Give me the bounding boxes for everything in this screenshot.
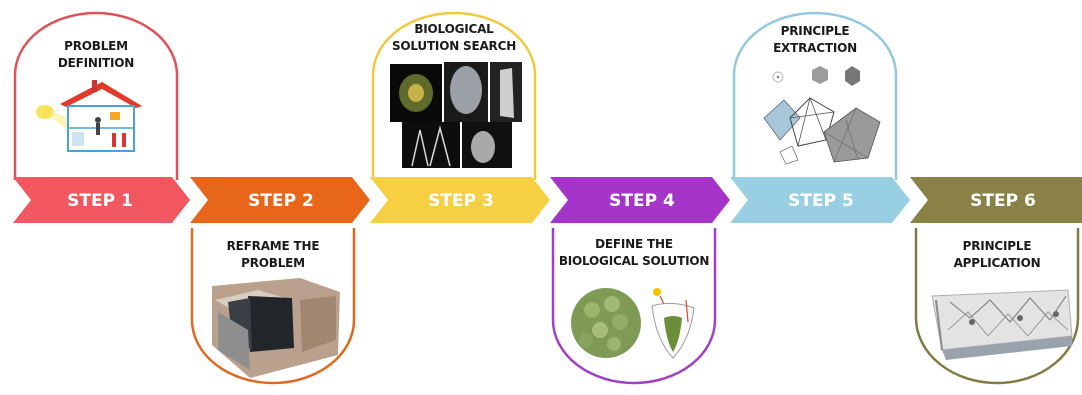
step-6-card: PRINCIPLE APPLICATION <box>914 228 1080 385</box>
step-2-title-line1: REFRAME THE <box>227 239 320 253</box>
step-3-arrow <box>370 177 550 223</box>
step-3-title-line1: BIOLOGICAL <box>414 22 494 36</box>
step-3-title-line2: SOLUTION SEARCH <box>392 39 516 53</box>
step-5-card: PRINCIPLE EXTRACTION <box>732 11 898 180</box>
house-illustration <box>36 80 142 152</box>
step-6-arrow <box>910 177 1082 223</box>
step-4-label: STEP 4 <box>609 191 675 211</box>
step-6-title-line1: PRINCIPLE <box>963 239 1032 253</box>
step-2-card: REFRAME THE PROBLEM <box>190 228 356 385</box>
step-1-arrow <box>13 177 190 223</box>
step-3-card: BIOLOGICAL SOLUTION SEARCH <box>371 11 537 180</box>
step-5-label: STEP 5 <box>788 191 854 211</box>
step-1-label: STEP 1 <box>67 191 133 211</box>
leaf-cross-section-diagram <box>651 288 695 359</box>
biology-collage <box>390 62 522 168</box>
step-4-arrow <box>550 177 730 223</box>
geometry-sketch <box>763 66 881 165</box>
step-6-label: STEP 6 <box>970 191 1036 211</box>
step-6-title-line2: APPLICATION <box>954 256 1041 270</box>
facade-rendering <box>931 289 1073 360</box>
step-arrows: STEP 1 STEP 2 STEP 3 STEP 4 STEP 5 STEP … <box>13 177 1082 223</box>
step-3-label: STEP 3 <box>428 191 494 211</box>
step-2-card-outline <box>190 228 356 385</box>
step-1-card-outline <box>13 11 179 180</box>
building-photo <box>212 278 340 378</box>
step-4-title-line2: BIOLOGICAL SOLUTION <box>559 254 709 268</box>
plant-photo <box>571 288 641 358</box>
step-5-card-outline <box>732 11 898 180</box>
step-5-arrow <box>730 177 910 223</box>
step-4-card: DEFINE THE BIOLOGICAL SOLUTION <box>551 228 717 385</box>
step-2-arrow <box>190 177 370 223</box>
step-1-title-line2: DEFINITION <box>58 56 134 70</box>
step-1-title-line1: PROBLEM <box>64 39 128 53</box>
step-3-card-outline <box>371 11 537 180</box>
step-1-card: PROBLEM DEFINITION <box>13 11 179 180</box>
step-5-title-line2: EXTRACTION <box>773 41 857 55</box>
step-2-title-line2: PROBLEM <box>241 256 305 270</box>
step-2-label: STEP 2 <box>248 191 314 211</box>
step-4-title-line1: DEFINE THE <box>595 237 673 251</box>
step-4-card-outline <box>551 228 717 385</box>
step-5-title-line1: PRINCIPLE <box>781 24 850 38</box>
